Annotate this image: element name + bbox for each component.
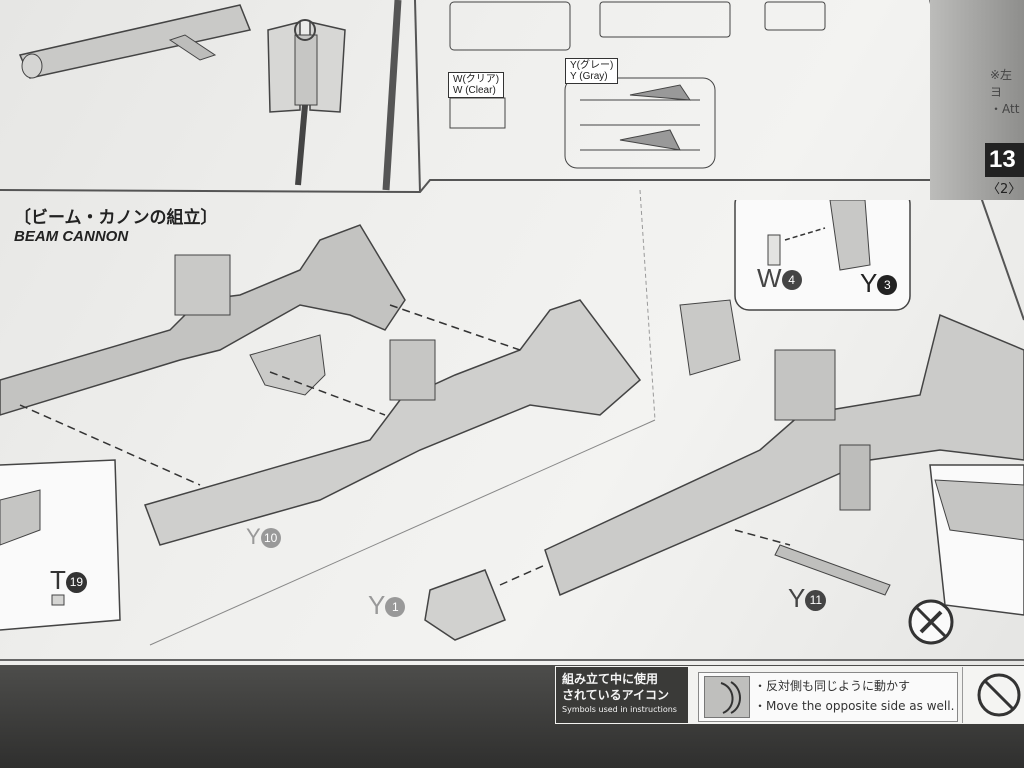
section-title-en: BEAM CANNON (14, 228, 129, 245)
circled-number-icon: 11 (805, 589, 827, 611)
top-right-note: ※左ヨ ・Att (990, 66, 1024, 117)
circled-number-icon: 4 (781, 270, 802, 291)
sprue-w-label: W(クリア) W (Clear) (448, 72, 505, 98)
move-both-sides-en: ・Move the opposite side as well. (754, 699, 955, 713)
sprue-y-label: Y(グレー) Y (Gray) (565, 58, 619, 84)
symbols-header-jp2: されているアイコン (562, 688, 670, 702)
no-cut-icon (908, 599, 954, 645)
circled-number-icon: 19 (65, 571, 87, 593)
sprue-w-jp: W(クリア) (453, 74, 500, 85)
sprue-y-en: Y (Gray) (570, 71, 608, 82)
circled-number-icon: 10 (260, 528, 281, 549)
symbols-header-en: Symbols used in instructions (562, 705, 677, 714)
step-number: 13 (985, 143, 1024, 177)
circled-number-icon: 3 (877, 275, 898, 296)
top-right-note-line1: ※左ヨ (990, 68, 1013, 99)
symbols-header-jp1: 組み立て中に使用 (562, 672, 659, 686)
sprue-w-en: W (Clear) (453, 85, 496, 96)
symbols-legend-next (962, 667, 1024, 723)
symbols-header: 組み立て中に使用 されているアイコン Symbols used in instr… (556, 667, 688, 723)
section-title-jp: 〔ビーム・カノンの組立〕 (14, 208, 218, 228)
sprue-diagrams (449, 1, 826, 169)
circled-number-icon: 1 (385, 597, 406, 618)
top-right-note-line2: ・Att (990, 102, 1020, 116)
sprue-y-jp: Y(グレー) (570, 60, 614, 71)
step-sub: 〈2〉 (987, 182, 1022, 197)
top-weapons-illustration (18, 0, 402, 191)
beam-cannon-exploded-diagram (0, 200, 1024, 641)
move-both-sides-icon (704, 676, 750, 718)
move-both-sides-jp: ・反対側も同じように動かす (754, 679, 911, 693)
